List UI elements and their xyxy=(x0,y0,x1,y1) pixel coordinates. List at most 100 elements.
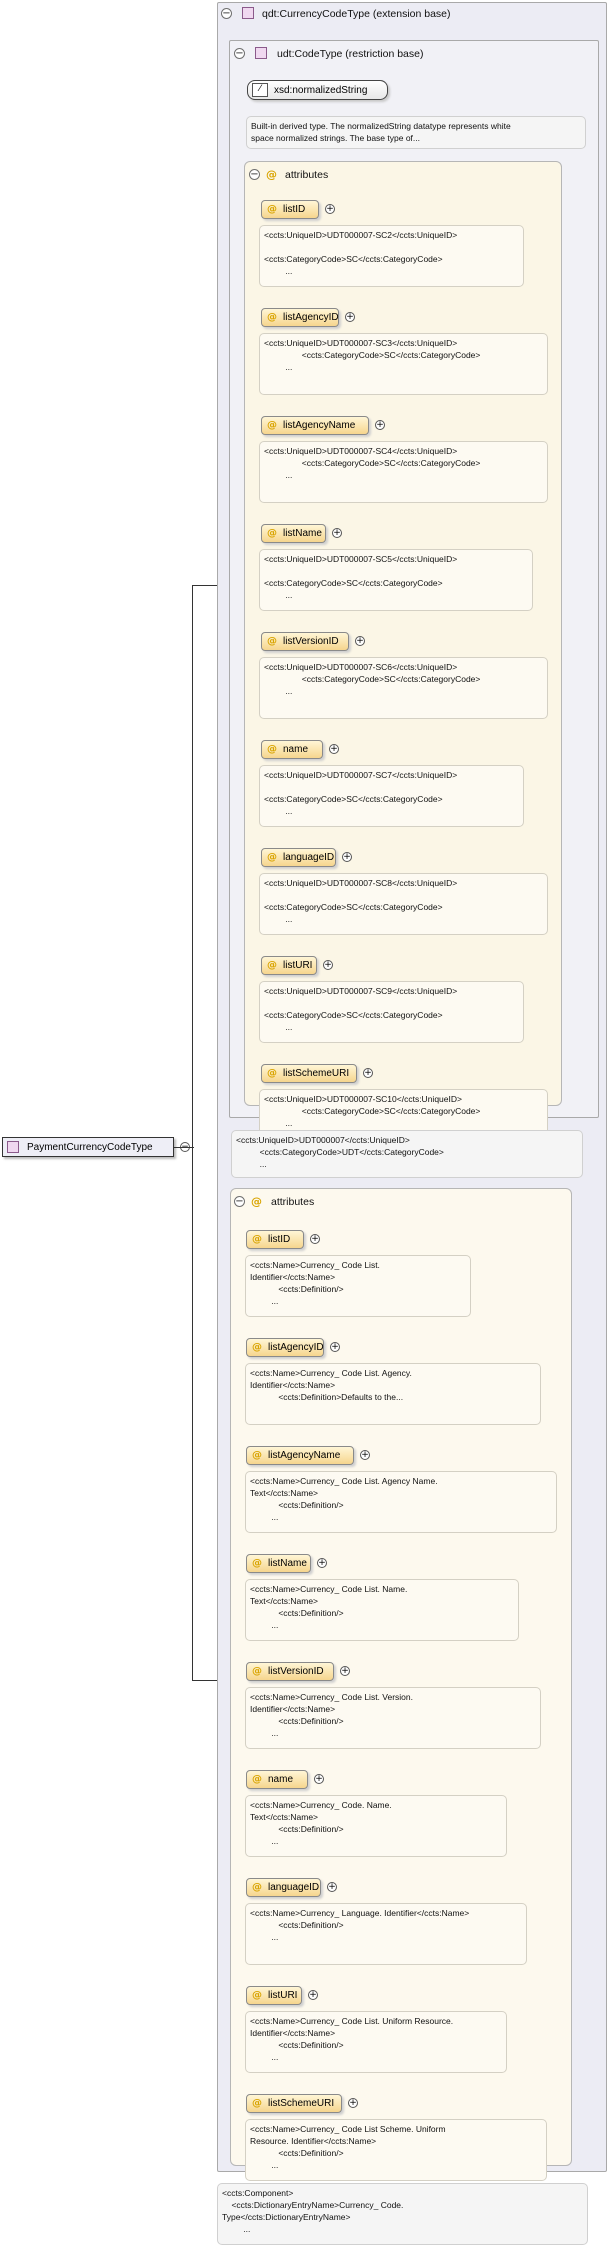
at-icon: @ xyxy=(251,1195,262,1208)
plus-icon[interactable]: + xyxy=(375,420,385,430)
at-icon: @ xyxy=(267,528,277,539)
inner-attribute-listID[interactable]: @listID xyxy=(261,200,319,219)
base-type-doc: Built-in derived type. The normalizedStr… xyxy=(246,116,586,149)
complex-type-icon xyxy=(255,47,267,59)
root-type-doc: <ccts:Component> <ccts:DictionaryEntryNa… xyxy=(217,2183,588,2245)
attribute-doc: <ccts:Name>Currency_ Code List. Agency. … xyxy=(245,1363,541,1425)
plus-icon[interactable]: + xyxy=(363,1068,373,1078)
at-icon: @ xyxy=(267,420,277,431)
attribute-name: listAgencyID xyxy=(283,312,339,323)
at-icon: @ xyxy=(266,168,277,181)
plus-icon[interactable]: + xyxy=(355,636,365,646)
attribute-doc: <ccts:UniqueID>UDT000007-SC2</ccts:Uniqu… xyxy=(259,225,524,287)
connector-vertical xyxy=(192,585,193,1681)
at-icon: @ xyxy=(267,852,277,863)
attribute-doc: <ccts:UniqueID>UDT000007-SC7</ccts:Uniqu… xyxy=(259,765,524,827)
attribute-doc: <ccts:UniqueID>UDT000007-SC8</ccts:Uniqu… xyxy=(259,873,548,935)
inner-attribute-languageID[interactable]: @languageID xyxy=(261,848,336,867)
attribute-doc: <ccts:Name>Currency_ Code List. Version.… xyxy=(245,1687,541,1749)
outer-attribute-name[interactable]: @name xyxy=(246,1770,308,1789)
attribute-doc: <ccts:UniqueID>UDT000007-SC5</ccts:Uniqu… xyxy=(259,549,533,611)
plus-icon[interactable]: + xyxy=(345,312,355,322)
inner-attribute-listSchemeURI[interactable]: @listSchemeURI xyxy=(261,1064,357,1083)
complex-type-icon xyxy=(242,7,254,19)
restriction-label: udt:CodeType (restriction base) xyxy=(277,48,424,60)
attribute-doc: <ccts:Name>Currency_ Code List. Identifi… xyxy=(245,1255,471,1317)
attribute-name: listAgencyID xyxy=(268,1342,324,1353)
simple-type-icon: ⁄ xyxy=(252,83,268,97)
outer-attribute-listName[interactable]: @ listName xyxy=(246,1554,311,1573)
at-icon: @ xyxy=(252,1666,262,1677)
attribute-name: listSchemeURI xyxy=(268,2098,335,2109)
plus-icon[interactable]: + xyxy=(327,1882,337,1892)
plus-icon[interactable]: + xyxy=(308,1990,318,2000)
outer-attribute-listAgencyName[interactable]: @ listAgencyName xyxy=(246,1446,354,1465)
plus-icon[interactable]: + xyxy=(342,852,352,862)
restriction-collapse-icon[interactable]: − xyxy=(234,48,245,59)
attribute-name: languageID xyxy=(268,1882,320,1893)
inner-attribute-listAgencyName[interactable]: @ listAgencyName xyxy=(261,416,369,435)
at-icon: @ xyxy=(252,1450,262,1461)
outer-attribute-listURI[interactable]: @listURI xyxy=(246,1986,302,2005)
at-icon: @ xyxy=(267,960,277,971)
base-type-node[interactable]: ⁄ xsd:normalizedString xyxy=(247,80,388,100)
outer-attribute-listVersionID[interactable]: @ listVersionID xyxy=(246,1662,334,1681)
at-icon: @ xyxy=(267,636,277,647)
attribute-name: listVersionID xyxy=(283,636,339,647)
attribute-name: listURI xyxy=(268,1990,298,2001)
at-icon: @ xyxy=(252,1882,262,1893)
at-icon: @ xyxy=(267,312,277,323)
at-icon: @ xyxy=(267,204,277,215)
plus-icon[interactable]: + xyxy=(314,1774,324,1784)
attribute-name: name xyxy=(283,744,309,755)
inner-attributes-collapse-icon[interactable]: − xyxy=(249,169,260,180)
attribute-name: listName xyxy=(268,1558,307,1569)
root-type-label: PaymentCurrencyCodeType xyxy=(27,1141,153,1153)
at-icon: @ xyxy=(252,1558,262,1569)
attribute-doc: <ccts:Name>Currency_ Code List. Name. Te… xyxy=(245,1579,519,1641)
plus-icon[interactable]: + xyxy=(360,1450,370,1460)
attribute-name: listName xyxy=(283,528,322,539)
inner-attribute-listName[interactable]: @ listName xyxy=(261,524,326,543)
extension-doc: <ccts:UniqueID>UDT000007</ccts:UniqueID>… xyxy=(231,1130,583,1178)
inner-attributes-label: attributes xyxy=(285,169,329,181)
attribute-name: listSchemeURI xyxy=(283,1068,350,1079)
at-icon: @ xyxy=(252,1342,262,1353)
outer-attribute-listID[interactable]: @listID xyxy=(246,1230,304,1249)
connector-horizontal xyxy=(174,1147,194,1148)
inner-attribute-listVersionID[interactable]: @ listVersionID xyxy=(261,632,349,651)
at-icon: @ xyxy=(267,744,277,755)
outer-attributes-label: attributes xyxy=(271,1196,315,1208)
attribute-doc: <ccts:Name>Currency_ Language. Identifie… xyxy=(245,1903,527,1965)
extension-label: qdt:CurrencyCodeType (extension base) xyxy=(262,8,451,20)
inner-attribute-listURI[interactable]: @ listURI xyxy=(261,956,317,975)
plus-icon[interactable]: + xyxy=(340,1666,350,1676)
plus-icon[interactable]: + xyxy=(348,2098,358,2108)
plus-icon[interactable]: + xyxy=(310,1234,320,1244)
extension-collapse-icon[interactable]: − xyxy=(221,8,232,19)
at-icon: @ xyxy=(252,2098,262,2109)
plus-icon[interactable]: + xyxy=(325,204,335,214)
outer-attributes-collapse-icon[interactable]: − xyxy=(234,1196,245,1207)
attribute-name: listAgencyName xyxy=(283,420,356,431)
attribute-name: listAgencyName xyxy=(268,1450,341,1461)
plus-icon[interactable]: + xyxy=(330,1342,340,1352)
attribute-doc: <ccts:Name>Currency_ Code List Scheme. U… xyxy=(245,2119,547,2181)
attribute-name: listVersionID xyxy=(268,1666,324,1677)
root-type-node[interactable]: PaymentCurrencyCodeType xyxy=(2,1137,174,1157)
attribute-doc: <ccts:Name>Currency_ Code. Name. Text</c… xyxy=(245,1795,507,1857)
outer-attribute-listSchemeURI[interactable]: @ listSchemeURI xyxy=(246,2094,342,2113)
plus-icon[interactable]: + xyxy=(323,960,333,970)
attribute-name: listURI xyxy=(283,960,313,971)
plus-icon[interactable]: + xyxy=(332,528,342,538)
outer-attribute-listAgencyID[interactable]: @ listAgencyID xyxy=(246,1338,324,1357)
inner-attribute-name[interactable]: @ name xyxy=(261,740,323,759)
plus-icon[interactable]: + xyxy=(329,744,339,754)
plus-icon[interactable]: + xyxy=(317,1558,327,1568)
attribute-doc: <ccts:UniqueID>UDT000007-SC6</ccts:Uniqu… xyxy=(259,657,548,719)
base-type-label: xsd:normalizedString xyxy=(274,84,368,96)
outer-attribute-languageID[interactable]: @ languageID xyxy=(246,1878,321,1897)
inner-attribute-listAgencyID[interactable]: @ listAgencyID xyxy=(261,308,339,327)
attribute-doc: <ccts:UniqueID>UDT000007-SC9</ccts:Uniqu… xyxy=(259,981,524,1043)
attribute-doc: <ccts:UniqueID>UDT000007-SC3</ccts:Uniqu… xyxy=(259,333,548,395)
